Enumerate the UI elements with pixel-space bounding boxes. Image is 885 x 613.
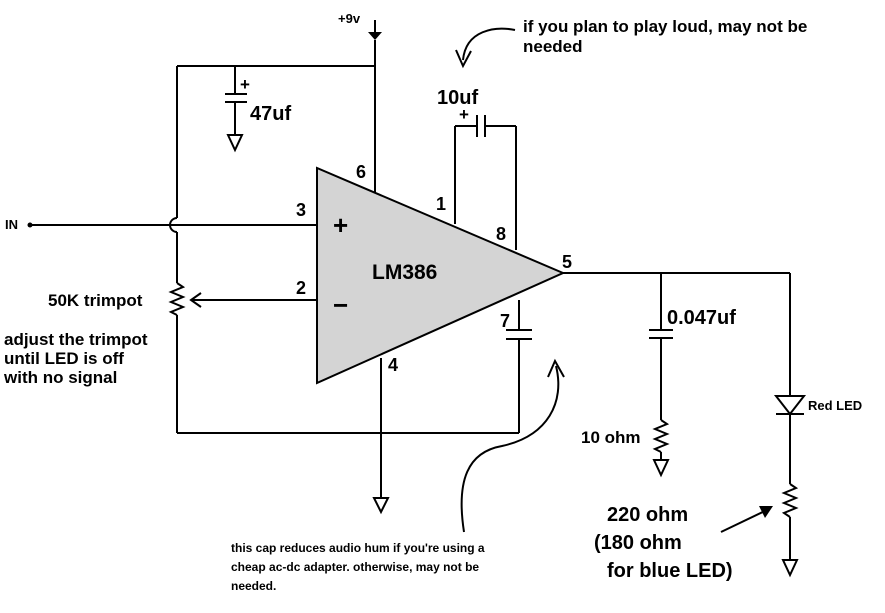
input-node: IN: [5, 217, 317, 232]
svg-text:this cap reduces audio hum if: this cap reduces audio hum if you're usi…: [231, 541, 485, 555]
res-220-line2: (180 ohm: [594, 532, 682, 554]
svg-text:adjust the trimpot: adjust the trimpot: [4, 330, 148, 349]
svg-text:if you plan to play loud, may: if you plan to play loud, may not be: [523, 17, 807, 36]
lm386-chip-body: [316, 166, 566, 385]
input-label: IN: [5, 217, 18, 232]
res-220-label-group: 220 ohm (180 ohm for blue LED): [594, 504, 773, 582]
pin-2-label: 2: [296, 278, 306, 298]
zobel-network: 0.047uf 10 ohm: [581, 273, 736, 478]
led-branch: Red LED: [773, 273, 862, 578]
trimpot-50k: 50K trimpot: [48, 282, 317, 433]
supply-label: +9v: [338, 11, 361, 26]
cap-pin7-bypass: [506, 300, 532, 433]
res-220-line3: for blue LED): [607, 560, 733, 582]
supply-rail: +9v: [177, 11, 382, 192]
cap-047-label: 0.047uf: [667, 307, 736, 329]
cap-10uf-polarity: +: [459, 105, 469, 124]
pin-8-label: 8: [496, 224, 506, 244]
trimpot-label: 50K trimpot: [48, 291, 143, 310]
pin-5-label: 5: [562, 252, 572, 272]
cap-10uf-label: 10uf: [437, 87, 478, 109]
cap-47uf-label: 47uf: [250, 103, 291, 125]
cap-47uf: + 47uf: [225, 66, 291, 153]
led-label: Red LED: [808, 398, 862, 413]
pin-1-label: 1: [436, 194, 446, 214]
hum-note: this cap reduces audio hum if you're usi…: [231, 358, 565, 593]
pin-3-label: 3: [296, 200, 306, 220]
pin-4-label: 4: [388, 355, 398, 375]
res-10-label: 10 ohm: [581, 428, 641, 447]
svg-text:needed: needed: [523, 37, 583, 56]
noninverting-sign: +: [333, 210, 348, 240]
loud-note: if you plan to play loud, may not be nee…: [455, 17, 807, 69]
pin-6-label: 6: [356, 162, 366, 182]
pin4-ground: [372, 358, 390, 515]
svg-text:until LED is off: until LED is off: [4, 349, 124, 368]
svg-text:needed.: needed.: [231, 579, 276, 593]
pin-7-label: 7: [500, 311, 510, 331]
chip-label: LM386: [372, 261, 437, 284]
trimpot-note: adjust the trimpot until LED is off with…: [3, 330, 148, 387]
cap-10uf: + 10uf: [437, 87, 517, 250]
cap-47uf-polarity: +: [240, 75, 250, 94]
inverting-sign: −: [333, 290, 348, 320]
svg-text:with no signal: with no signal: [3, 368, 117, 387]
res-220-line1: 220 ohm: [607, 504, 688, 526]
svg-text:cheap ac-dc adapter. otherwise: cheap ac-dc adapter. otherwise, may not …: [231, 560, 479, 574]
